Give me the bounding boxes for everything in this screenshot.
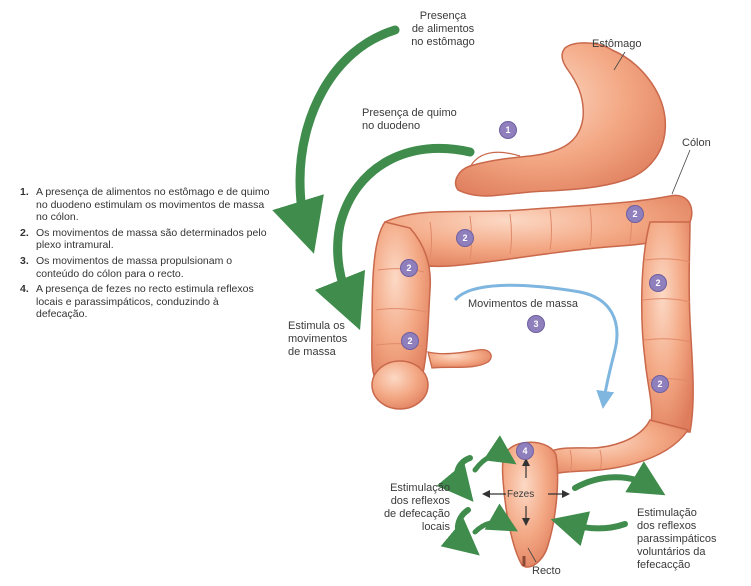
local-reflex-arrow-bottom (458, 510, 468, 544)
local-reflex-arrow-top (457, 458, 470, 488)
rectum-shape (503, 442, 558, 567)
step-badge-2-colon-right-top: 2 (626, 205, 644, 223)
step-item: 4.A presença de fezes no recto estimula … (20, 283, 270, 321)
step-item: 3.Os movimentos de massa propulsionam o … (20, 255, 270, 280)
colon-label: Cólon (682, 137, 732, 150)
mass-movements-label: Movimentos de massa (468, 298, 608, 311)
stomach-shape (456, 43, 666, 196)
step-badge-1: 1 (499, 121, 517, 139)
step-badge-4: 4 (516, 442, 534, 460)
steps-list: 1.A presença de alimentos no estômago e … (20, 186, 270, 324)
step-badge-2-descending-low: 2 (651, 375, 669, 393)
parasympathetic-arrow-out (575, 477, 650, 488)
local-reflex-arrow-lower (475, 522, 505, 532)
stomach-label: Estômago (592, 38, 672, 51)
chyme-presence-label: Presença de quimo no duodeno (362, 107, 482, 133)
parasympathetic-reflexes-label: Estimulação dos reflexos parassimpáticos… (637, 507, 747, 572)
descending-colon (642, 222, 693, 432)
local-reflex-arrow-upper (475, 455, 504, 470)
local-reflexes-label: Estimulação dos reflexos de defecação lo… (352, 482, 450, 534)
rectum-label: Recto (532, 565, 582, 578)
step-badge-2-ascending-top: 2 (400, 259, 418, 277)
step-item: 1.A presença de alimentos no estômago e … (20, 186, 270, 224)
step-badge-2-descending: 2 (649, 274, 667, 292)
sigmoid-colon (540, 420, 688, 478)
stimulates-mass-movements-label: Estimula os movimentos de massa (288, 320, 368, 359)
feces-label: Fezes (507, 488, 547, 501)
step-badge-3: 3 (527, 315, 545, 333)
food-presence-label: Presença de alimentos no estômago (388, 10, 498, 49)
step-badge-2-ascending-bottom: 2 (401, 332, 419, 350)
parasympathetic-arrow-in (568, 524, 625, 529)
step-item: 2.Os movimentos de massa são determinado… (20, 227, 270, 252)
step-badge-2-transverse: 2 (456, 229, 474, 247)
